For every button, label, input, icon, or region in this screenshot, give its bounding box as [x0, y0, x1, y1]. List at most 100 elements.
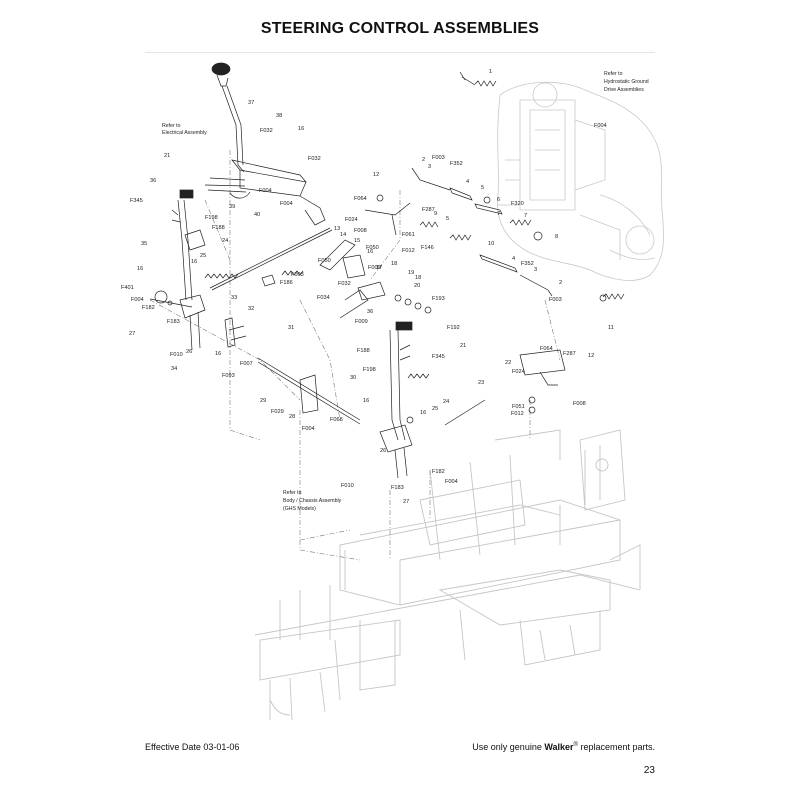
title-rule: [145, 52, 655, 53]
callout-label: 25: [432, 406, 438, 412]
callout-label: F010: [170, 352, 183, 358]
callout-label: 13: [334, 226, 340, 232]
callout-label: F008: [354, 228, 367, 234]
callout-label: 7: [497, 211, 500, 217]
callout-label: 3: [428, 164, 431, 170]
callout-label: F068: [330, 417, 343, 423]
callout-label: 26: [380, 448, 386, 454]
callout-label: 2: [559, 280, 562, 286]
callout-label: F064: [540, 346, 553, 352]
callout-label: F198: [363, 367, 376, 373]
callout-label: 24: [222, 238, 228, 244]
callout-label: 34: [171, 366, 177, 372]
callout-label: F004: [131, 297, 144, 303]
callout-label: F024: [345, 217, 358, 223]
callout-label: 18: [415, 275, 421, 281]
note-hydro-line-1: Refer to: [604, 71, 623, 77]
callout-label: 37: [248, 100, 254, 106]
callout-label: 14: [340, 232, 346, 238]
callout-label: F287: [422, 207, 435, 213]
callout-label: F183: [391, 485, 404, 491]
note-body-line-3: (GHS Models): [283, 506, 316, 512]
footer-brand: Walker: [544, 742, 574, 752]
callout-label: F093: [222, 373, 235, 379]
callout-label: F193: [432, 296, 445, 302]
callout-label: F188: [357, 348, 370, 354]
callout-label: 16: [367, 249, 373, 255]
footer-prefix: Use only genuine: [472, 742, 545, 752]
callout-label: 16: [215, 351, 221, 357]
callout-label: F182: [432, 469, 445, 475]
callout-label: 16: [363, 398, 369, 404]
callout-label: 40: [254, 212, 260, 218]
callout-label: F007: [240, 361, 253, 367]
callout-label: 6: [497, 197, 500, 203]
callout-label: 16: [298, 126, 304, 132]
callout-label: 36: [150, 178, 156, 184]
callout-label: F061: [402, 232, 415, 238]
callout-label: 5: [481, 185, 484, 191]
callout-label: F345: [130, 198, 143, 204]
callout-label: 8: [555, 234, 558, 240]
callout-label: F345: [432, 354, 445, 360]
callout-label: 25: [200, 253, 206, 259]
callout-label: F032: [338, 281, 351, 287]
callout-label: 19: [408, 270, 414, 276]
callout-label: F003: [432, 155, 445, 161]
callout-label: F009: [368, 265, 381, 271]
callout-label: 9: [434, 211, 437, 217]
page-title: STEERING CONTROL ASSEMBLIES: [260, 20, 540, 37]
callout-label: F034: [317, 295, 330, 301]
callout-label: 12: [588, 353, 594, 359]
callout-label: 32: [248, 306, 254, 312]
callout-label: F012: [402, 248, 415, 254]
callout-label: F003: [549, 297, 562, 303]
callout-label: F050: [318, 258, 331, 264]
callout-label: F010: [341, 483, 354, 489]
callout-label: F029: [271, 409, 284, 415]
callout-label: 35: [141, 241, 147, 247]
callout-label: 3: [534, 267, 537, 273]
callout-label: 21: [460, 343, 466, 349]
callout-label: F188: [212, 225, 225, 231]
callout-label: 18: [391, 261, 397, 267]
callout-label: 20: [414, 283, 420, 289]
callout-label: 27: [129, 331, 135, 337]
page-number: 23: [643, 765, 655, 776]
callout-label: F032: [260, 128, 273, 134]
footer-disclaimer: Use only genuine Walker® replacement par…: [472, 742, 655, 752]
callout-label: F012: [511, 411, 524, 417]
callout-label: 4: [512, 256, 515, 262]
callout-label: F003: [291, 272, 304, 278]
reference-notes: Refer to Hydrostatic Ground Drive Assemb…: [162, 71, 649, 512]
callout-label: F009: [355, 319, 368, 325]
callout-label: 26: [186, 349, 192, 355]
callout-label: F004: [259, 188, 272, 194]
callout-label: 5: [446, 216, 449, 222]
callout-label: 39: [229, 204, 235, 210]
callout-label: F182: [142, 305, 155, 311]
callout-label: 4: [466, 179, 469, 185]
effective-date: Effective Date 03-01-06: [145, 742, 240, 752]
callout-label: F192: [447, 325, 460, 331]
part-illustrations: [149, 62, 625, 479]
callout-label: 23: [478, 380, 484, 386]
callout-label: 28: [289, 414, 295, 420]
callout-label: 11: [608, 325, 614, 331]
chassis-frame-ghost: [254, 429, 641, 721]
callout-label: 15: [354, 238, 360, 244]
callout-label: 30: [350, 375, 356, 381]
callout-label: 17: [376, 265, 382, 271]
callout-label: 10: [488, 241, 494, 247]
callout-label: 36: [367, 309, 373, 315]
callout-label: F186: [280, 280, 293, 286]
note-hydro-line-3: Drive Assemblies: [604, 87, 644, 93]
callout-label: F146: [421, 245, 434, 251]
callout-label: 27: [403, 499, 409, 505]
callout-label: 38: [276, 113, 282, 119]
callout-label: F401: [121, 285, 134, 291]
callout-label: 22: [505, 360, 511, 366]
callout-label: 31: [288, 325, 294, 331]
callout-label: 1: [489, 69, 492, 75]
